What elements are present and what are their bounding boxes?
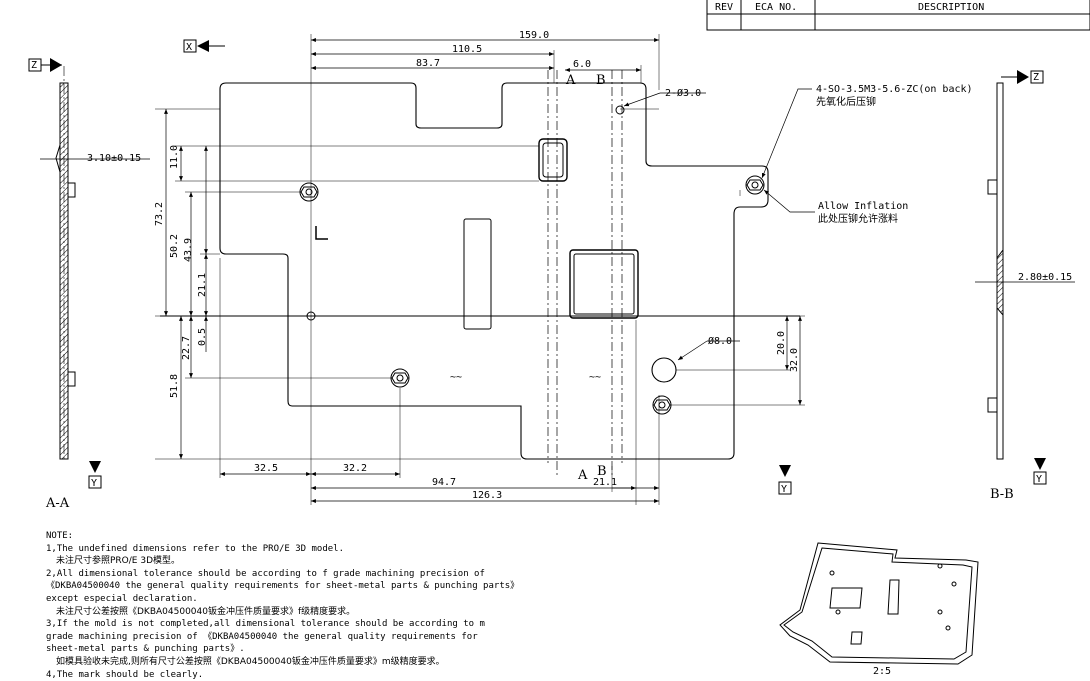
thickness-left-dim: 3.10±0.15 bbox=[87, 153, 141, 164]
section-a-bottom: A bbox=[577, 468, 588, 483]
section-a-top: A bbox=[565, 73, 576, 88]
description-header: DESCRIPTION bbox=[918, 2, 984, 13]
stud-callout-en: 4-SO-3.5M3-5.6-ZC(on back) bbox=[816, 84, 973, 95]
stud-1 bbox=[299, 182, 319, 202]
dim-94-7: 94.7 bbox=[432, 477, 456, 488]
dim-83-7: 83.7 bbox=[416, 58, 440, 69]
small-boss bbox=[538, 138, 568, 182]
note-3-en-2: grade machining precision of 《DKBA045000… bbox=[46, 631, 478, 642]
dim-22-7: 22.7 bbox=[181, 336, 192, 360]
dim-126-3: 126.3 bbox=[472, 490, 502, 501]
section-b-top: B bbox=[596, 73, 606, 88]
revision-table: REV ECA NO. DESCRIPTION bbox=[706, 0, 1090, 31]
stud-3 bbox=[745, 175, 765, 195]
dim-110-5: 110.5 bbox=[452, 44, 482, 55]
dim-21-1-v: 21.1 bbox=[197, 273, 208, 297]
notes-block: NOTE: 1,The undefined dimensions refer t… bbox=[46, 530, 606, 681]
section-view-aa bbox=[40, 66, 150, 462]
plate-features bbox=[299, 105, 765, 415]
thickness-right-dim: 2.80±0.15 bbox=[1018, 272, 1072, 283]
dim-6-0: 6.0 bbox=[573, 59, 591, 70]
axis-y-bottom-label: Y bbox=[781, 484, 787, 495]
axis-y-left-label: Y bbox=[91, 478, 97, 489]
note-1-en: 1,The undefined dimensions refer to the … bbox=[46, 543, 345, 554]
note-2-en-2: 《DKBA04500040 the general quality requir… bbox=[46, 581, 520, 592]
tilde-mark-2: ~~ bbox=[589, 372, 601, 383]
rev-header: REV bbox=[715, 2, 733, 13]
axis-x-top: X bbox=[183, 39, 225, 53]
note-2-en-1: 2,All dimensional tolerance should be ac… bbox=[46, 568, 485, 579]
dim-32-2: 32.2 bbox=[343, 463, 367, 474]
isometric-view bbox=[779, 542, 979, 665]
dim-21-1-h: 21.1 bbox=[593, 477, 617, 488]
stud-2 bbox=[390, 368, 410, 388]
stud-4 bbox=[652, 395, 672, 415]
dim-159: 159.0 bbox=[519, 30, 549, 41]
extension-lines bbox=[155, 34, 805, 505]
leader-lines bbox=[623, 88, 815, 361]
hole-dia-8: Ø8.0 bbox=[708, 335, 732, 347]
dim-11-0: 11.0 bbox=[169, 145, 180, 169]
axis-y-right-label: Y bbox=[1036, 474, 1042, 485]
plate-outline bbox=[219, 82, 769, 460]
dimension-lines-horizontal bbox=[220, 38, 659, 503]
eca-header: ECA NO. bbox=[755, 2, 797, 13]
note-3-en-1: 3,If the mold is not completed,all dimen… bbox=[46, 619, 485, 630]
dim-51-8: 51.8 bbox=[169, 374, 180, 398]
axis-z-right-label: Z bbox=[1033, 72, 1039, 83]
note-3-en-3: sheet-metal parts & punching parts》. bbox=[46, 644, 245, 655]
section-view-bb bbox=[975, 82, 1075, 460]
note-2-cn: 未注尺寸公差按照《DKBA04500040钣金冲压件质量要求》f级精度要求。 bbox=[56, 606, 356, 617]
dim-73-2: 73.2 bbox=[154, 202, 165, 226]
dim-43-9: 43.9 bbox=[183, 238, 194, 262]
hidden-lines bbox=[160, 70, 800, 478]
dim-32-0: 32.0 bbox=[789, 348, 800, 372]
axis-y-right: Y bbox=[1033, 458, 1047, 485]
hole-2x3-callout: 2-Ø3.0 bbox=[665, 87, 701, 99]
tilde-mark-1: ~~ bbox=[450, 372, 462, 383]
dim-0-5: 0.5 bbox=[197, 328, 208, 346]
axis-y-bottom: Y bbox=[778, 465, 792, 495]
stud-callout-cn: 先氧化后压铆 bbox=[816, 95, 876, 108]
inflation-callout-en: Allow Inflation bbox=[818, 201, 908, 212]
hole-8 bbox=[651, 357, 677, 383]
section-label-aa: A-A bbox=[45, 496, 70, 511]
axis-x-top-label: X bbox=[186, 42, 192, 53]
dim-50-2: 50.2 bbox=[169, 234, 180, 258]
note-2-en-3: except especial declaration. bbox=[46, 593, 198, 604]
axis-z-left: Z bbox=[28, 58, 62, 72]
dimension-lines-vertical bbox=[164, 109, 802, 459]
dim-32-5: 32.5 bbox=[254, 463, 278, 474]
dim-20-0: 20.0 bbox=[776, 331, 787, 355]
large-boss bbox=[569, 249, 639, 319]
hole-top bbox=[615, 105, 625, 115]
corner-mark-shape bbox=[315, 226, 328, 240]
section-label-bb: B-B bbox=[990, 487, 1014, 502]
note-1-cn: 未注尺寸参照PRO/E 3D模型。 bbox=[56, 556, 181, 567]
inflation-callout-cn: 此处压铆允许涨料 bbox=[818, 212, 898, 225]
note-4-en: 4,The mark should be clearly. bbox=[46, 669, 204, 680]
axis-z-left-label: Z bbox=[31, 60, 37, 71]
notes-title: NOTE: bbox=[46, 531, 74, 541]
section-b-bottom: B bbox=[597, 464, 607, 479]
note-3-cn: 如模具验收未完成,则所有尺寸公差按照《DKBA04500040钣金冲压件质量要求… bbox=[56, 656, 445, 667]
axis-z-right: Z bbox=[1001, 70, 1044, 84]
iso-scale: 2:5 bbox=[873, 666, 891, 677]
axis-y-left: Y bbox=[88, 461, 102, 489]
